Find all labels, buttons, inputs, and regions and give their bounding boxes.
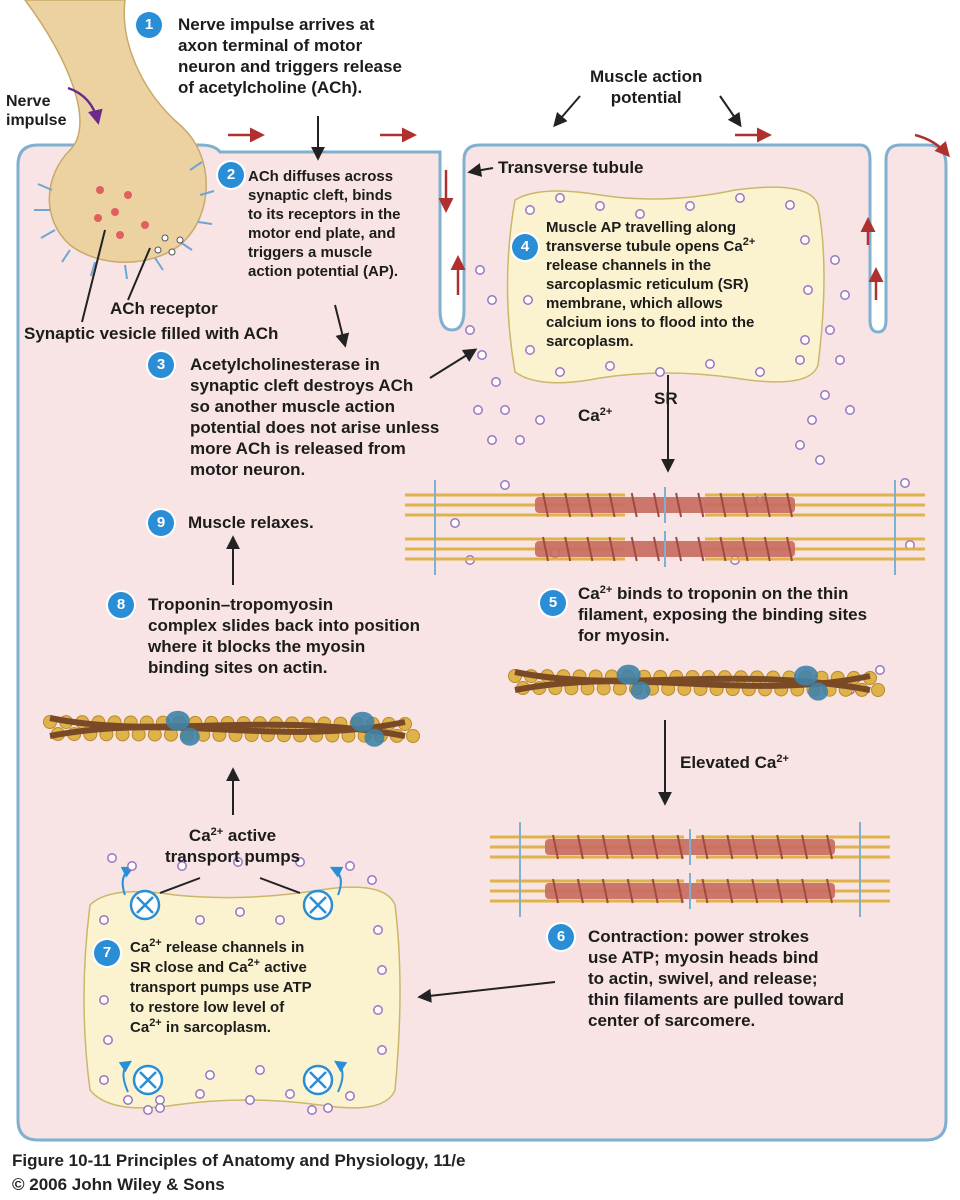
ca-ion-label: Ca2+ (578, 406, 613, 425)
step-6-badge: 6 (548, 924, 574, 950)
step-1-text: Nerve impulse arrives at axon terminal o… (178, 15, 402, 97)
action-potential-arrows (228, 127, 950, 300)
step-9-text: Muscle relaxes. (188, 513, 314, 532)
step-8-text: Troponin–tropomyosin complex slides back… (148, 595, 421, 677)
synaptic-vesicles (94, 186, 149, 239)
elevated-ca-label: Elevated Ca2+ (680, 753, 789, 772)
thin-filament-blocked (43, 710, 420, 747)
ca-active-transport-pumps (118, 866, 348, 1096)
copyright-line: © 2006 John Wiley & Sons (12, 1175, 225, 1194)
axon-terminal (24, 0, 207, 263)
nerve-impulse-arrow (67, 86, 103, 125)
step-8-badge: 8 (108, 592, 134, 618)
synaptic-vesicle-label: Synaptic vesicle filled with ACh (24, 324, 279, 343)
thin-filament-exposed (508, 664, 885, 701)
step-7-badge: 7 (94, 940, 120, 966)
ach-receptors (34, 161, 215, 280)
step-2-badge: 2 (218, 162, 244, 188)
step-9-badge: 9 (148, 510, 174, 536)
step-5-badge: 5 (540, 590, 566, 616)
sarcomere-contracted (490, 822, 890, 917)
muscle-action-potential-label: Muscle action potential (590, 67, 703, 107)
sarcoplasmic-reticulum-closed (83, 886, 401, 1109)
step-6-text: Contraction: power strokes use ATP; myos… (588, 927, 844, 1030)
step-3-badge: 3 (148, 352, 174, 378)
step-3-text: Acetylcholinesterase in synaptic cleft d… (190, 355, 440, 479)
step-4-badge: 4 (512, 234, 538, 260)
transverse-tubule-label: Transverse tubule (498, 158, 644, 177)
ach-receptor-label: ACh receptor (110, 299, 218, 318)
sarcoplasmic-reticulum-open (506, 186, 825, 384)
nerve-impulse-label: Nerve impulse (6, 93, 67, 129)
step-2-text: ACh diffuses across synaptic cleft, bind… (248, 168, 401, 280)
calcium-ions (99, 193, 915, 1115)
flow-arrows (81, 95, 742, 1003)
sr-label: SR (654, 389, 678, 408)
sarcomere-relaxed (405, 480, 925, 575)
figure-caption: Figure 10-11 Principles of Anatomy and P… (12, 1151, 466, 1170)
step-1-badge: 1 (136, 12, 162, 38)
